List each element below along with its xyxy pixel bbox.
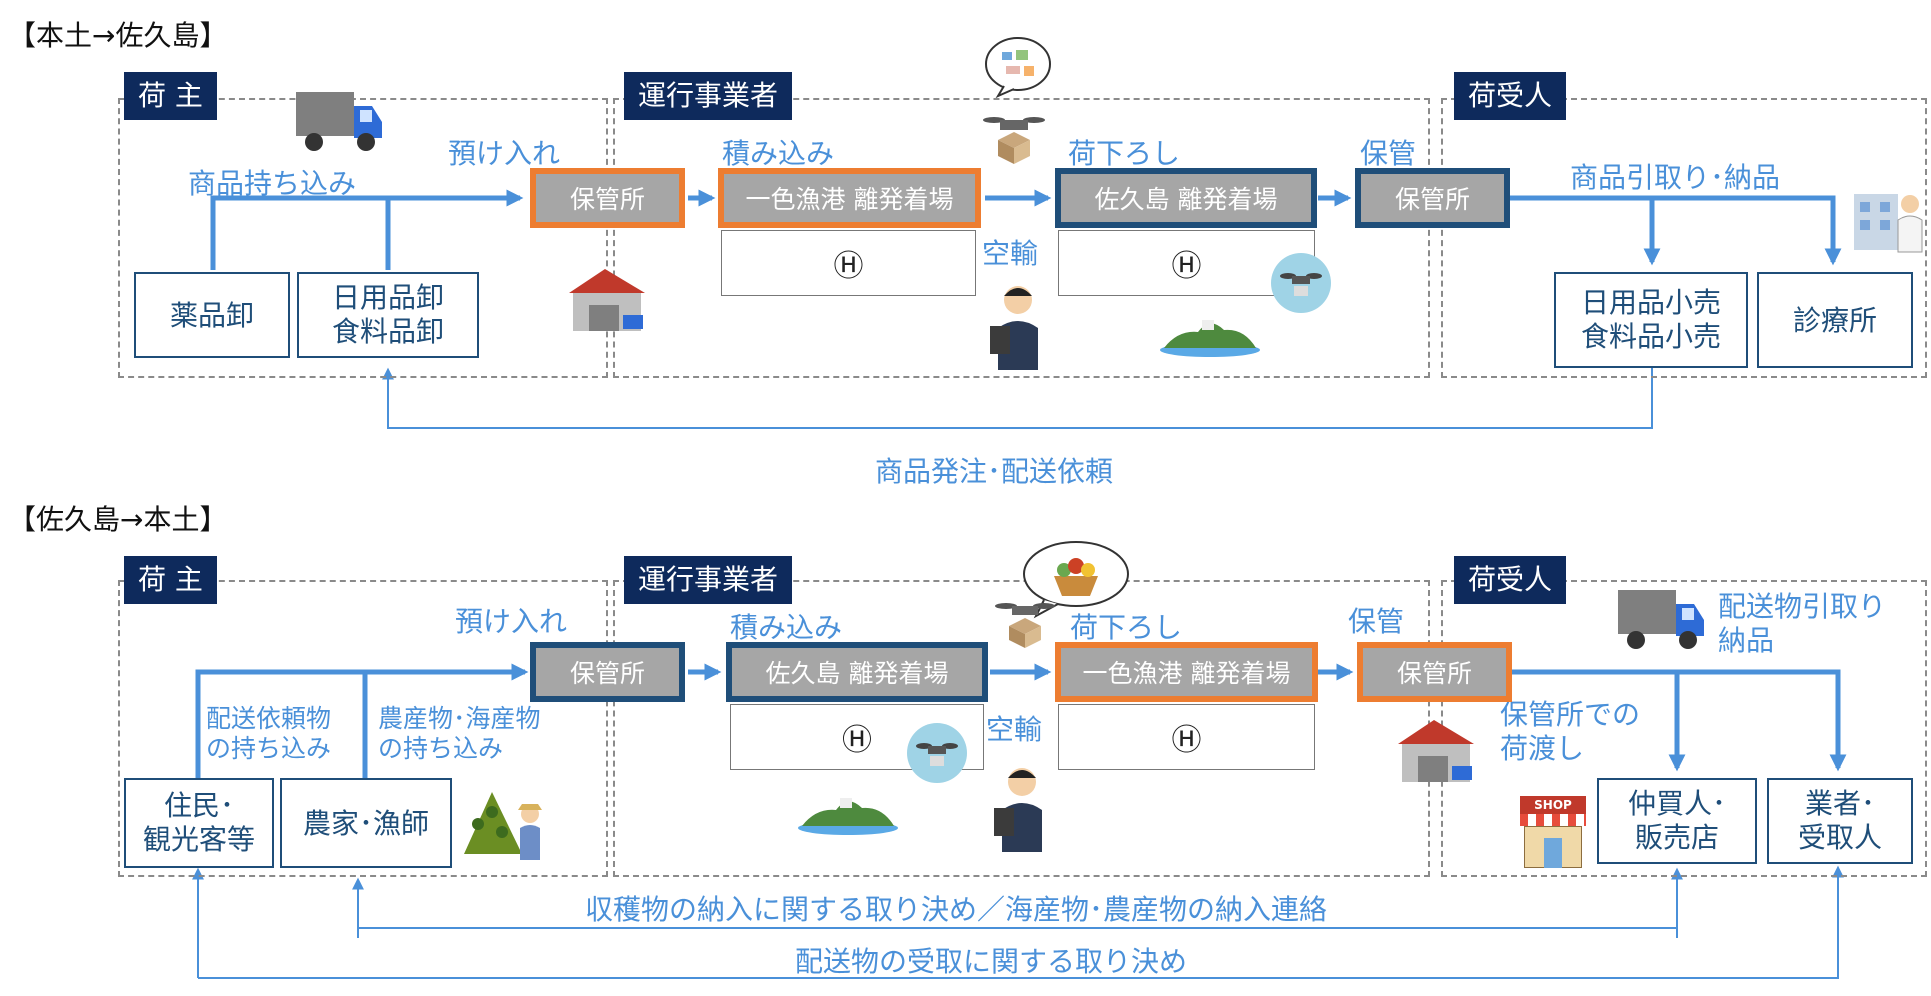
top-label-order: 商品発注･配送依頼 (875, 455, 1114, 488)
top-role-receiver: 荷受人 (1454, 72, 1567, 120)
top-party-clinic: 診療所 (1757, 272, 1913, 368)
bottom-label-bring-request: 配送依頼物 の持ち込み (206, 704, 332, 763)
bottom-label-agreement-harvest: 収穫物の納入に関する取り決め／海産物･農産物の納入連絡 (585, 893, 1328, 926)
bottom-label-handover: 保管所での 荷渡し (1500, 698, 1641, 765)
bottom-section-title: 【佐久島→本土】 (8, 503, 228, 536)
top-label-unload: 荷下ろし (1068, 137, 1181, 170)
top-label-deposit: 預け入れ (448, 137, 561, 170)
top-party-retail: 日用品小売 食料品小売 (1554, 272, 1748, 368)
bottom-node-storage1: 保管所 (530, 642, 685, 702)
drone-icon (995, 603, 1055, 648)
operator-person-icon (990, 286, 1038, 370)
truck-icon (296, 92, 382, 151)
clinic-icon (1854, 194, 1923, 253)
top-node-storage2: 保管所 (1355, 168, 1510, 228)
bottom-label-load: 積み込み (730, 611, 843, 644)
speech-bubble-icon (985, 37, 1051, 98)
top-operator-zone (613, 98, 1430, 378)
bottom-label-pickup: 配送物引取り 納品 (1718, 590, 1887, 657)
warehouse-icon (569, 269, 645, 331)
bottom-label-unload: 荷下ろし (1070, 611, 1183, 644)
shop-icon: SHOP (1520, 796, 1586, 870)
warehouse-icon (1398, 720, 1474, 782)
drone-circle-icon (907, 723, 967, 783)
truck-icon (1618, 590, 1704, 649)
top-label-empty: 空輸 (982, 237, 1039, 270)
bottom-role-receiver: 荷受人 (1454, 556, 1567, 604)
top-party-drug: 薬品卸 (134, 272, 290, 358)
bottom-role-operator: 運行事業者 (624, 556, 793, 604)
bottom-label-deposit: 預け入れ (455, 605, 568, 638)
produce-basket-bubble-icon (1023, 541, 1129, 619)
bottom-shipper-zone (118, 580, 608, 877)
bottom-party-broker: 仲買人･ 販売店 (1597, 778, 1757, 864)
operator-person-icon (994, 768, 1042, 852)
drone-circle-icon (1271, 253, 1331, 313)
top-label-bring: 商品持ち込み (188, 167, 357, 200)
island-icon (1160, 320, 1260, 357)
bottom-label-empty: 空輸 (986, 713, 1043, 746)
bottom-helipad-2: Ⓗ (1058, 704, 1315, 770)
top-node-storage1: 保管所 (530, 168, 685, 228)
island-icon (798, 798, 898, 835)
bottom-node-storage2: 保管所 (1357, 642, 1512, 702)
top-role-operator: 運行事業者 (624, 72, 793, 120)
top-bring-arrow (210, 189, 524, 270)
farmer-field-icon (464, 792, 542, 860)
shop-sign: SHOP (1520, 796, 1586, 814)
top-label-load: 積み込み (722, 137, 835, 170)
bottom-node-port2: 一色漁港 離発着場 (1055, 642, 1318, 702)
bottom-node-port1: 佐久島 離発着場 (726, 642, 988, 702)
top-label-store: 保管 (1360, 137, 1417, 170)
bottom-label-bring-produce: 農産物･海産物 の持ち込み (378, 704, 541, 763)
bottom-party-farmer: 農家･漁師 (280, 778, 452, 868)
bottom-label-agreement-delivery: 配送物の受取に関する取り決め (795, 945, 1188, 978)
top-node-port2: 佐久島 離発着場 (1055, 168, 1317, 228)
top-receiver-zone (1441, 98, 1927, 378)
bottom-party-business: 業者･ 受取人 (1767, 778, 1913, 864)
bottom-role-shipper: 荷 主 (124, 556, 217, 604)
drone-icon (983, 117, 1045, 164)
bottom-label-store: 保管 (1348, 605, 1405, 638)
top-shipper-zone (118, 98, 608, 378)
top-section-title: 【本土→佐久島】 (8, 19, 228, 52)
top-helipad-1: Ⓗ (721, 230, 976, 296)
top-party-daily-food: 日用品卸 食料品卸 (297, 272, 479, 358)
bottom-party-resident: 住民･ 観光客等 (124, 778, 274, 868)
top-role-shipper: 荷 主 (124, 72, 217, 120)
top-node-port1: 一色漁港 離発着場 (718, 168, 981, 228)
top-label-pickup: 商品引取り･納品 (1570, 161, 1781, 194)
